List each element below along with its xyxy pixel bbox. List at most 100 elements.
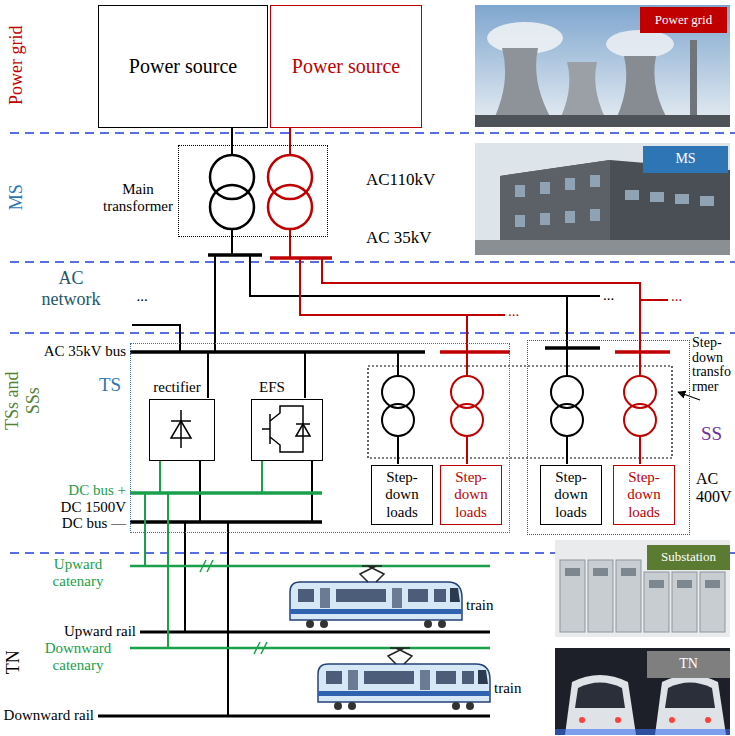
train-front-photo [669,717,675,723]
red-wire [290,145,668,464]
photo-badge: MS [643,146,728,173]
train-label: train [494,680,534,697]
red-bus [270,258,670,352]
black-wire [231,145,233,155]
load-box: Step-down loads [613,465,675,525]
substation-photo [644,572,669,632]
red-bus [615,350,670,354]
red-wire [289,145,291,155]
catenary [130,647,490,650]
main-substation-photo [515,215,525,227]
photo-badge: Substation [647,545,730,570]
node-text: EFS [252,379,292,396]
continuation-mark: ... [671,288,697,305]
substation-photo [649,580,664,588]
section-divider [10,332,735,334]
load-box: Step-down loads [440,465,502,525]
section-title: TSs and SSs [1,363,42,438]
feeder-line [289,128,291,145]
dc-positive-bus [130,491,322,495]
diode-symbol [171,420,191,422]
photo-badge: TN [647,651,730,678]
black-bus [130,520,322,524]
line-label: Upward catenary [38,556,118,591]
substation-photo [555,540,730,637]
callout-label: Step-down transformer [692,336,732,395]
black-bus [545,346,600,350]
main-substation-photo [540,182,550,194]
red-bus [270,256,332,260]
green-wire [261,460,263,493]
red-bus [440,350,510,354]
section-divider [10,132,735,134]
continuation-mark: ... [508,303,534,320]
power-source-box: Power source [270,5,422,128]
line-label: Upward rail [18,623,136,640]
main-substation-photo [590,175,600,187]
train-front-photo [579,717,585,723]
section-title: AC network [38,268,104,309]
red-wire [300,258,467,352]
substation-photo [593,568,608,576]
load-box: Step-down loads [371,465,433,525]
voltage-label: AC110kV [366,170,456,190]
photo-badge: Power grid [640,7,727,33]
node-text: Step-down loads [372,469,432,521]
main-substation-photo [625,190,639,200]
red-wire [289,229,291,258]
black-wire [207,352,209,398]
catenary [130,566,490,648]
red-wire [639,436,641,464]
black-wire [132,325,180,352]
rail [98,632,490,716]
node-text: TN [679,656,698,672]
node-text: Power grid [655,13,712,28]
train-front-photo [705,717,711,723]
diode-symbol [171,410,191,448]
main-substation-photo [700,196,714,206]
line-label: Downward rail [2,707,94,724]
rail [140,631,490,634]
main-substation-photo [590,209,600,221]
black-wire [214,255,216,352]
train-front-photo [665,683,715,709]
dc-positive-bus [130,491,322,495]
train-front-photo [555,648,730,735]
section-title: TN [3,642,24,682]
main-substation-photo [515,185,525,197]
transformer-group-box: Main transformer [178,145,328,237]
section-title: Power grid [6,5,27,125]
node-text: Step-down loads [441,469,501,521]
transformer-symbol [210,155,312,229]
feeder-line [231,128,233,145]
main-substation-photo [540,213,550,225]
black-wire [250,255,600,296]
main-substation-photo [475,240,730,255]
load-box: Step-down loads [540,465,602,525]
substation-photo [555,540,730,637]
black-wire [397,436,399,464]
red-wire [466,436,468,464]
black-bus [208,253,262,257]
igbt-symbol [270,406,303,452]
train-illustration [290,566,462,628]
step-down-substation-box: SSStep-down loadsStep-down loads [527,340,690,535]
black-bus [130,350,425,354]
green-wire [167,493,169,648]
node-text: Step-down loads [614,469,674,521]
node-text: Power source [129,55,237,78]
black-wire [304,352,306,398]
voltage-label: AC 400V [696,470,733,507]
node-text: Power source [292,55,400,78]
train-front-photo [615,717,621,723]
bus-label: AC 35kV bus [8,343,126,360]
node-text: Substation [661,550,716,565]
transformer-symbol [551,404,583,436]
black-bus [130,255,600,522]
train-illustration [290,566,490,710]
section-break-mark [200,560,213,572]
converter-box: rectifier [149,399,215,461]
voltage-label: DC 1500V [28,499,126,516]
step-down-transformer-frame [368,366,672,458]
continuation-mark: ... [603,287,629,304]
